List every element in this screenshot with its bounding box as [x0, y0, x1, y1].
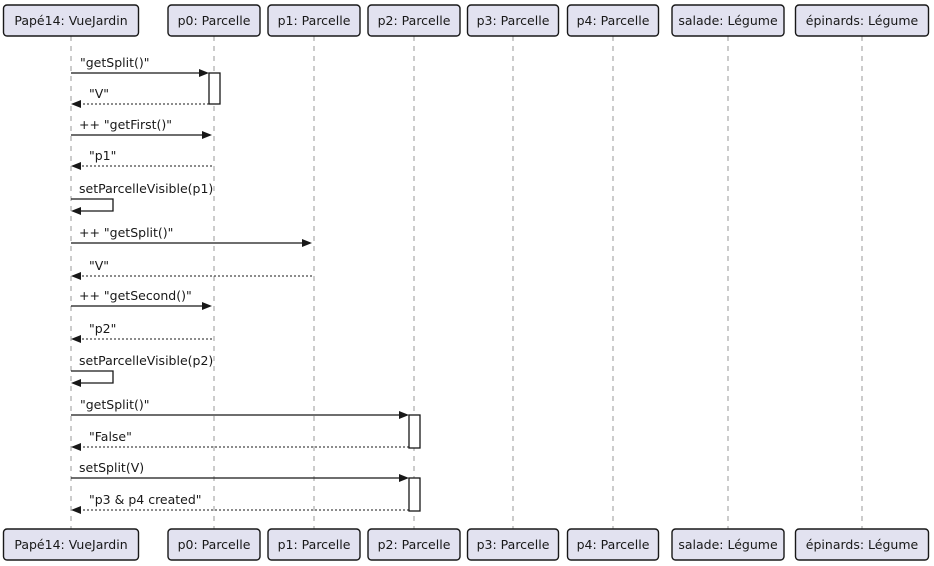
message-10-label: setParcelleVisible(p2): [79, 353, 213, 368]
participant-box-bottom-salade: [671, 528, 785, 561]
participant-box-top-p2: [367, 4, 461, 37]
message-4-label: "p1": [89, 148, 116, 163]
activation-bar-p0: [208, 72, 221, 105]
participant-label-top-p2: p2: Parcelle: [378, 13, 451, 28]
participant-box-bottom-pape14: [2, 528, 140, 561]
message-11-arrowhead: [399, 411, 409, 419]
participant-box-top-p4: [566, 4, 660, 37]
message-2-arrowhead: [71, 100, 81, 108]
participant-box-top-p1: [267, 4, 361, 37]
message-3-label: ++ "getFirst()": [79, 117, 172, 132]
message-6-label: ++ "getSplit()": [79, 225, 173, 240]
message-9-arrowhead: [71, 335, 81, 343]
message-7-label: "V": [89, 258, 109, 273]
participant-label-top-epinards: épinards: Légume: [806, 13, 919, 28]
participant-box-bottom-p0: [167, 528, 261, 561]
participant-box-top-epinards: [794, 4, 930, 37]
message-8-arrowhead: [202, 302, 212, 310]
participant-box-bottom-p1: [267, 528, 361, 561]
message-11-label: "getSplit()": [80, 397, 150, 412]
message-1-label: "getSplit()": [80, 55, 150, 70]
message-12-label: "False": [89, 429, 132, 444]
participant-label-top-p0: p0: Parcelle: [178, 13, 251, 28]
participant-label-top-pape14: Papé14: VueJardin: [14, 13, 127, 28]
message-4-arrowhead: [71, 162, 81, 170]
participant-box-top-p3: [466, 4, 560, 37]
participant-label-bottom-salade: salade: Légume: [678, 537, 778, 552]
message-5-self-line: [71, 198, 114, 212]
message-6-arrowhead: [302, 239, 312, 247]
participant-label-bottom-pape14: Papé14: VueJardin: [14, 537, 127, 552]
participant-label-bottom-epinards: épinards: Légume: [806, 537, 919, 552]
message-5-label: setParcelleVisible(p1): [79, 181, 213, 196]
participant-box-top-salade: [671, 4, 785, 37]
message-14-label: "p3 & p4 created": [89, 492, 202, 507]
message-5-arrowhead: [71, 207, 81, 215]
participant-box-bottom-p3: [466, 528, 560, 561]
message-1-arrowhead: [199, 69, 209, 77]
participant-box-top-pape14: [2, 4, 140, 37]
participant-label-bottom-p3: p3: Parcelle: [477, 537, 550, 552]
participant-label-bottom-p1: p1: Parcelle: [278, 537, 351, 552]
activation-bar-p2: [408, 477, 421, 512]
participant-box-bottom-epinards: [794, 528, 930, 561]
participant-label-bottom-p0: p0: Parcelle: [178, 537, 251, 552]
activation-bar-p2: [408, 414, 421, 449]
message-9-label: "p2": [89, 321, 116, 336]
message-3-arrowhead: [202, 131, 212, 139]
message-2-label: "V": [89, 86, 109, 101]
participant-label-bottom-p2: p2: Parcelle: [378, 537, 451, 552]
message-14-arrowhead: [71, 506, 81, 514]
message-10-self-line: [71, 370, 114, 384]
participant-label-top-p1: p1: Parcelle: [278, 13, 351, 28]
message-8-label: ++ "getSecond()": [79, 288, 192, 303]
participant-label-top-salade: salade: Légume: [678, 13, 778, 28]
message-7-arrowhead: [71, 272, 81, 280]
participant-box-bottom-p2: [367, 528, 461, 561]
message-13-label: setSplit(V): [79, 460, 144, 475]
message-12-arrowhead: [71, 443, 81, 451]
participant-label-bottom-p4: p4: Parcelle: [577, 537, 650, 552]
participant-box-bottom-p4: [566, 528, 660, 561]
participant-label-top-p3: p3: Parcelle: [477, 13, 550, 28]
participant-label-top-p4: p4: Parcelle: [577, 13, 650, 28]
message-10-arrowhead: [71, 379, 81, 387]
participant-box-top-p0: [167, 4, 261, 37]
message-13-arrowhead: [399, 474, 409, 482]
